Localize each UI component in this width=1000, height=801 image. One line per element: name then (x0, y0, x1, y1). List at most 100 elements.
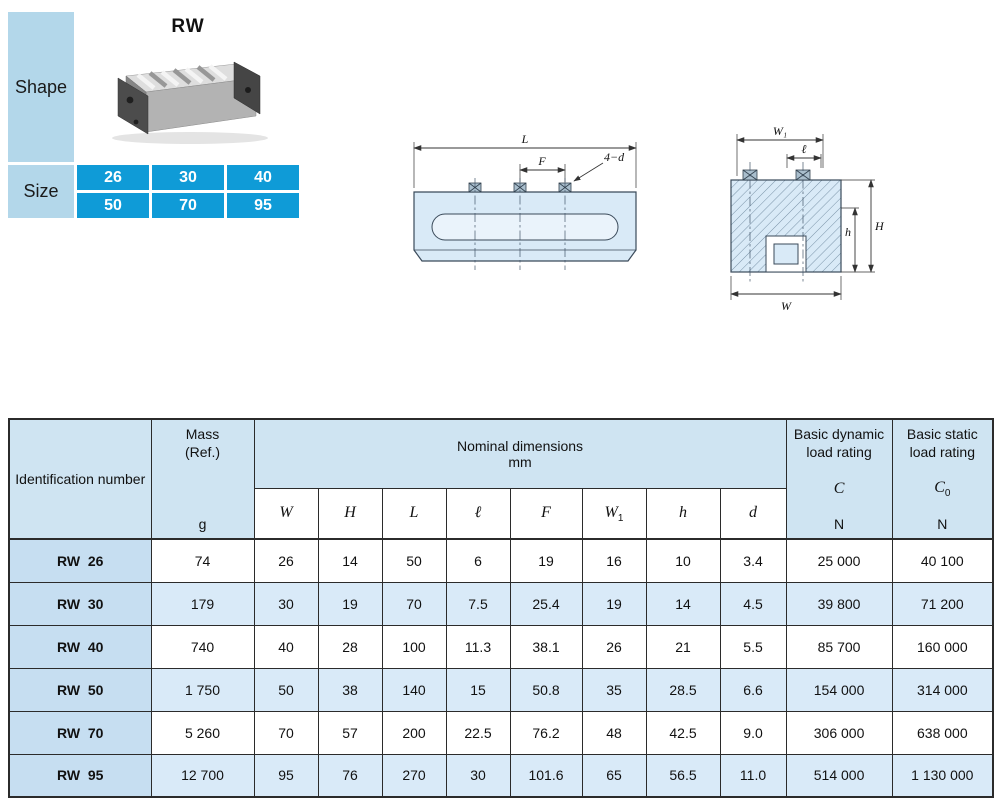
dim-cell: 6.6 (719, 667, 787, 712)
dim-cell: 28.5 (645, 667, 721, 712)
dim-cell: 16 (581, 538, 647, 583)
header-nominal-dimensions: Nominal dimensions mm (253, 418, 787, 489)
dim-cell: 50 (253, 667, 319, 712)
dim-cell: 35 (581, 667, 647, 712)
load-cell: 638 000 (891, 710, 994, 755)
dim-label-H: H (874, 219, 885, 233)
dim-label-4d: 4−d (604, 150, 625, 164)
header-dim-W: W (253, 488, 319, 540)
dim-cell: 26 (253, 538, 319, 583)
product-image-cell: RW (77, 12, 299, 162)
dim-cell: 76.2 (509, 710, 583, 755)
load-cell: 85 700 (785, 624, 893, 669)
load-cell: 154 000 (785, 667, 893, 712)
dim-cell: 56.5 (645, 753, 721, 798)
header-dim-d: d (719, 488, 787, 540)
size-cell-26: 26 (77, 165, 149, 190)
load-cell: 160 000 (891, 624, 994, 669)
dim-cell: 6 (445, 538, 511, 583)
size-cell-70: 70 (152, 193, 224, 218)
header-dim-L: L (381, 488, 447, 540)
header-dim-h: h (645, 488, 721, 540)
dim-cell: 100 (381, 624, 447, 669)
load-cell: 25 000 (785, 538, 893, 583)
dim-cell: 4.5 (719, 581, 787, 626)
dim-cell: 28 (317, 624, 383, 669)
size-cell-50: 50 (77, 193, 149, 218)
load-cell: 39 800 (785, 581, 893, 626)
dim-cell: 200 (381, 710, 447, 755)
dim-cell: 15 (445, 667, 511, 712)
dim-cell: 14 (317, 538, 383, 583)
dim-cell: 11.3 (445, 624, 511, 669)
dyn-unit: N (834, 516, 845, 532)
size-cell-30: 30 (152, 165, 224, 190)
dim-label-W1: W₁ (773, 124, 787, 138)
dim-cell: 48 (581, 710, 647, 755)
end-view-drawing: W₁ ℓ h H W (730, 124, 885, 313)
stat-unit: N (937, 515, 948, 532)
load-cell: 71 200 (891, 581, 994, 626)
shape-label: Shape (8, 12, 74, 162)
table-row-rw30: RW 30 179 30 19 70 7.5 25.4 19 14 4.5 39… (8, 581, 994, 626)
model-name: RW (171, 16, 205, 37)
dim-cell: 101.6 (509, 753, 583, 798)
product-photo (112, 61, 268, 144)
dim-label-W: W (781, 299, 792, 313)
size-label: Size (8, 165, 74, 218)
symbol-C: C (833, 479, 845, 497)
row-id: RW 70 (8, 710, 152, 755)
dim-cell: 3.4 (719, 538, 787, 583)
dim-cell: 50.8 (509, 667, 583, 712)
dim-cell: 270 (381, 753, 447, 798)
symbol-C0: C0 (934, 478, 951, 499)
mass-cell: 12 700 (150, 753, 255, 798)
dim-cell: 19 (317, 581, 383, 626)
dim-cell: 65 (581, 753, 647, 798)
mass-cell: 740 (150, 624, 255, 669)
dim-cell: 30 (445, 753, 511, 798)
row-id: RW 40 (8, 624, 152, 669)
dim-cell: 57 (317, 710, 383, 755)
dim-cell: 76 (317, 753, 383, 798)
header-dim-l: ℓ (445, 488, 511, 540)
dim-label-L: L (521, 132, 529, 146)
table-row-rw40: RW 40 740 40 28 100 11.3 38.1 26 21 5.5 … (8, 624, 994, 669)
mass-unit: g (198, 516, 207, 532)
header-dynamic-load-rating: Basic dynamic load rating C N (785, 418, 893, 540)
load-cell: 40 100 (891, 538, 994, 583)
mass-cell: 74 (150, 538, 255, 583)
dim-cell: 21 (645, 624, 721, 669)
row-id: RW 95 (8, 753, 152, 798)
header-mass: Mass (Ref.) g (150, 418, 255, 540)
dim-label-l: ℓ (802, 142, 807, 156)
row-id: RW 30 (8, 581, 152, 626)
load-cell: 1 130 000 (891, 753, 994, 798)
side-view-drawing: L F 4−d (413, 132, 637, 270)
mass-cell: 1 750 (150, 667, 255, 712)
dim-label-h: h (845, 225, 851, 239)
dim-cell: 14 (645, 581, 721, 626)
dim-cell: 30 (253, 581, 319, 626)
header-dim-W1: W1 (581, 488, 647, 540)
dim-cell: 10 (645, 538, 721, 583)
dim-cell: 5.5 (719, 624, 787, 669)
dim-cell: 42.5 (645, 710, 721, 755)
row-id: RW 50 (8, 667, 152, 712)
dim-cell: 22.5 (445, 710, 511, 755)
header-dim-H: H (317, 488, 383, 540)
table-row-rw26: RW 26 74 26 14 50 6 19 16 10 3.4 25 000 … (8, 538, 994, 583)
spec-table: Identification number Mass (Ref.) g Nomi… (8, 418, 995, 798)
dim-cell: 11.0 (719, 753, 787, 798)
row-id: RW 26 (8, 538, 152, 583)
size-cell-95: 95 (227, 193, 299, 218)
size-cell-40: 40 (227, 165, 299, 190)
dim-cell: 140 (381, 667, 447, 712)
header-static-load-rating: Basic static load rating C0 N (891, 418, 994, 540)
dim-cell: 38 (317, 667, 383, 712)
header-dim-F: F (509, 488, 583, 540)
dim-cell: 95 (253, 753, 319, 798)
dim-cell: 25.4 (509, 581, 583, 626)
dim-cell: 50 (381, 538, 447, 583)
table-row-rw50: RW 50 1 750 50 38 140 15 50.8 35 28.5 6.… (8, 667, 994, 712)
